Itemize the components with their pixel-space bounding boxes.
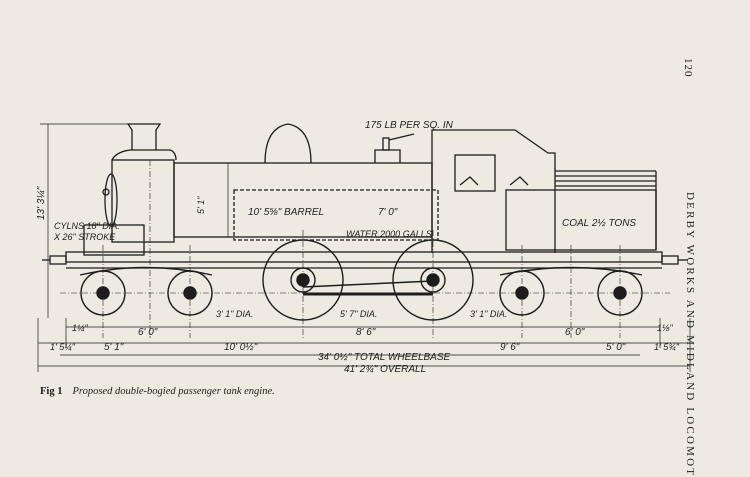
dim-rear-overhang-top: 1⅛": [657, 323, 674, 333]
driving-wheel-label: 5' 7" DIA.: [340, 309, 377, 319]
dim-rear-bogie: 6' 0": [565, 327, 585, 338]
figure-label: Fig 1: [40, 386, 63, 397]
dim-coupled: 8' 6": [356, 327, 376, 338]
dim-front-overhang-top: 1¼": [72, 323, 89, 333]
caption-text: Proposed double-bogied passenger tank en…: [72, 386, 275, 397]
dimension-lines: [37, 123, 691, 372]
bogie-wheel-rear-label: 3' 1" DIA.: [470, 309, 507, 319]
dim-front-buffer: 1' 5¼": [50, 342, 76, 352]
figure-caption: Fig 1 Proposed double-bogied passenger ta…: [40, 386, 275, 397]
firebox-label: 7' 0": [378, 207, 398, 218]
dim-front-bogie: 6' 0": [138, 327, 158, 338]
centre-lines: [60, 160, 670, 338]
total-wheelbase-label: 34' 0½" TOTAL WHEELBASE: [318, 352, 451, 363]
bogie-wheel-front-label: 3' 1" DIA.: [216, 309, 253, 319]
running-head: DERBY WORKS AND MIDLAND LOCOMOT: [684, 192, 696, 477]
dim-front-to-bogie: 5' 1": [104, 342, 124, 353]
pressure-label: 175 LB PER SQ. IN: [365, 120, 454, 131]
coal-label: COAL 2½ TONS: [562, 218, 636, 229]
height-label: 13' 3¼": [35, 186, 47, 220]
page-number: 120: [682, 58, 694, 78]
cylinder-label: CYLNS 18" DIA.: [54, 221, 120, 231]
dim-rear-buffer: 1' 5¾": [654, 342, 680, 352]
locomotive-drawing: 175 LB PER SQ. IN CYLNS 18" DIA. X 26" S…: [35, 120, 691, 375]
boiler-dia-label: 5' 1": [196, 196, 206, 214]
overall-label: 41' 2¾" OVERALL: [344, 364, 426, 375]
dim-bogie-to-driver: 10' 0½": [224, 342, 258, 353]
water-label: WATER 2000 GALLS: [346, 229, 432, 239]
cylinder-label: X 26" STROKE: [53, 232, 116, 242]
dim-rear-bogie-half: 5' 0": [606, 342, 626, 353]
barrel-label: 10' 5⅝" BARREL: [248, 207, 324, 218]
dim-driver-to-bogie: 9' 6": [500, 342, 520, 353]
